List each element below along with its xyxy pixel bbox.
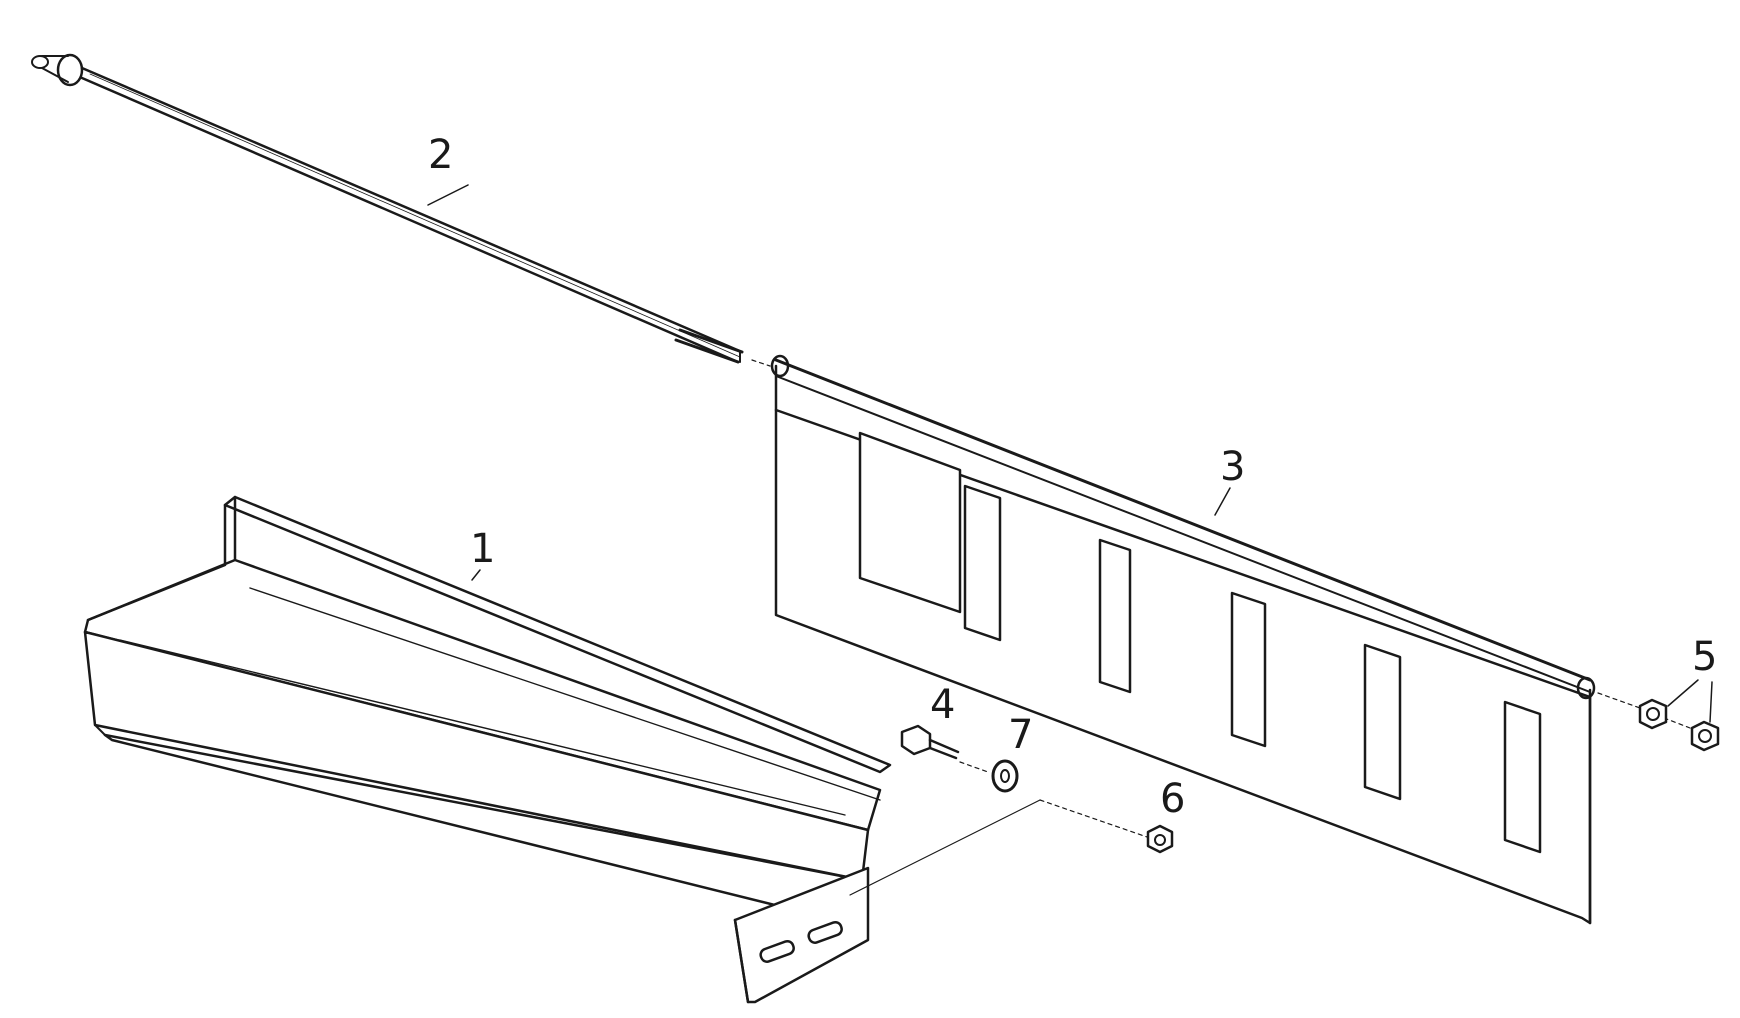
mud-flap-part	[770, 354, 1691, 925]
callout-6: 6	[1160, 776, 1185, 822]
step-plate-part	[83, 495, 1151, 1004]
callout-1: 1	[470, 526, 495, 572]
callout-3: 3	[1220, 444, 1245, 490]
washer-part	[991, 759, 1019, 793]
callout-5: 5	[1692, 634, 1717, 680]
bolt-part	[900, 724, 989, 773]
rod-part	[31, 53, 771, 367]
nut-part	[1146, 824, 1174, 854]
callout-2: 2	[428, 132, 453, 178]
cap-nuts-part	[1638, 698, 1720, 752]
callout-4: 4	[930, 682, 955, 728]
callout-7: 7	[1008, 712, 1033, 758]
